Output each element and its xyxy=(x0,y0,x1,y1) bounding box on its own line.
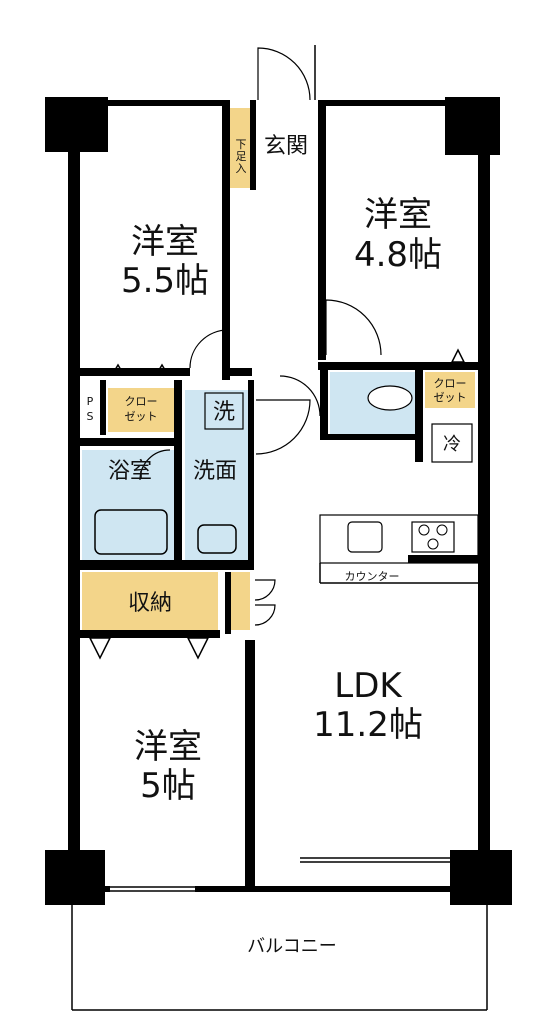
kitchen-counter xyxy=(319,514,479,584)
ldk-size: 11.2帖 xyxy=(313,705,423,745)
ldk-name: LDK xyxy=(334,666,403,706)
closet2-label-2: ゼット xyxy=(434,391,467,404)
shoe-box-area xyxy=(230,108,252,188)
sink-icon xyxy=(347,521,383,553)
ps-label-p: P xyxy=(87,395,94,408)
outer-walls xyxy=(68,100,490,892)
washbasin-icon xyxy=(197,524,237,554)
bedroom3-name: 洋室 xyxy=(134,727,202,767)
bath-area xyxy=(82,450,174,560)
fridge-label: 冷 xyxy=(443,434,461,455)
washer-label: 洗 xyxy=(213,400,235,425)
bedroom2-name: 洋室 xyxy=(364,195,432,235)
bedroom2-size: 4.8帖 xyxy=(354,235,442,275)
balcony-area xyxy=(71,893,488,1011)
windows xyxy=(110,100,450,892)
storage-label: 収納 xyxy=(128,591,172,616)
storage-area xyxy=(82,572,218,630)
shoe-box-label-1: 下 xyxy=(236,138,247,151)
closet-doors xyxy=(88,348,466,660)
toilet-icon xyxy=(367,385,413,411)
closet2-label-1: クロー xyxy=(434,377,467,390)
bathtub-icon xyxy=(94,509,168,555)
closet-left-area xyxy=(108,388,174,432)
counter-label: カウンター xyxy=(345,570,400,583)
washer-box xyxy=(204,392,244,430)
bedroom3-size: 5帖 xyxy=(140,766,196,806)
washroom-area xyxy=(185,390,249,560)
washroom-label: 洗面 xyxy=(193,459,237,484)
closet-right-area xyxy=(425,372,475,408)
entrance-label: 玄関 xyxy=(264,134,308,159)
fridge-box xyxy=(431,423,473,463)
shoe-box-label-2: 足 xyxy=(236,150,247,163)
shoe-box-label-3: 入 xyxy=(236,162,247,175)
structural-columns xyxy=(45,97,512,905)
doors xyxy=(139,45,382,885)
storage-small-area xyxy=(230,572,250,630)
ps-label-s: S xyxy=(87,410,94,423)
stove-icon xyxy=(411,521,455,553)
bedroom1-size: 5.5帖 xyxy=(121,261,209,301)
bedroom1-name: 洋室 xyxy=(131,222,199,262)
balcony-label: バルコニー xyxy=(247,936,337,957)
closet1-label-1: クロー xyxy=(125,395,158,408)
bath-label: 浴室 xyxy=(108,459,152,484)
closet1-label-2: ゼット xyxy=(125,410,158,423)
